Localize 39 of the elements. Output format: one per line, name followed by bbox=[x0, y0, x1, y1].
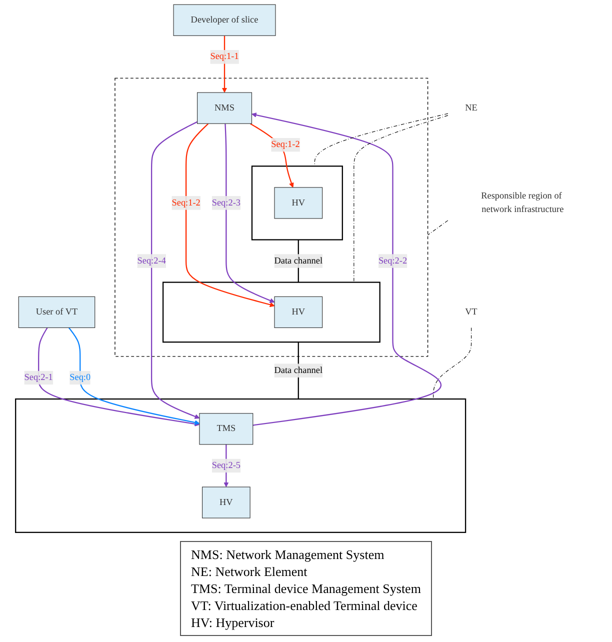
connector bbox=[353, 115, 448, 283]
node-box: NMS bbox=[196, 92, 252, 124]
arrow bbox=[38, 327, 200, 426]
abbreviation-note: VT: Virtualization-enabled Terminal device bbox=[191, 597, 418, 614]
node-text: VT bbox=[464, 307, 477, 317]
abbreviation-note: NMS: Network Management System bbox=[191, 546, 386, 563]
node-text: Responsible region of network infrastructure bbox=[480, 190, 564, 214]
node-box: User of VT bbox=[18, 296, 95, 328]
node-box: Developer of slice bbox=[172, 4, 276, 36]
node-box: HV bbox=[202, 486, 250, 518]
cluster bbox=[14, 398, 466, 533]
edge-label: Data channel bbox=[274, 256, 322, 266]
edge-label: Seq:2-4 bbox=[136, 256, 166, 266]
edge-label: Seq:1-2 bbox=[171, 198, 200, 208]
arrow bbox=[224, 124, 274, 303]
edge-label: Seq:2-3 bbox=[211, 198, 240, 208]
connector bbox=[314, 113, 448, 166]
edge-label: Seq:0 bbox=[69, 372, 90, 382]
arrow bbox=[150, 121, 200, 419]
edge-label: Seq:2-1 bbox=[24, 372, 52, 382]
arrow bbox=[68, 327, 200, 425]
cluster bbox=[162, 282, 380, 343]
abbreviation-note: NE: Network Element bbox=[191, 563, 308, 580]
cluster bbox=[250, 166, 342, 240]
node-box: TMS bbox=[198, 413, 253, 445]
connector bbox=[427, 220, 448, 236]
node-text: NE bbox=[464, 102, 477, 113]
node-box: HV bbox=[274, 187, 322, 219]
edge-label: Seq:2-5 bbox=[211, 460, 240, 470]
abbreviation-note: TMS: Terminal device Management System bbox=[191, 580, 421, 597]
edge-label: Seq:1-2 bbox=[270, 140, 300, 150]
edge-label: Data channel bbox=[274, 365, 322, 376]
cluster bbox=[114, 78, 428, 357]
edge-label: Seq:2-2 bbox=[378, 256, 407, 266]
arrow bbox=[251, 112, 441, 426]
node-box: HV bbox=[274, 296, 322, 328]
edge-label: Seq:1-1 bbox=[210, 52, 238, 62]
abbreviation-note: HV: Hypervisor bbox=[191, 614, 276, 631]
arrow bbox=[184, 123, 274, 308]
